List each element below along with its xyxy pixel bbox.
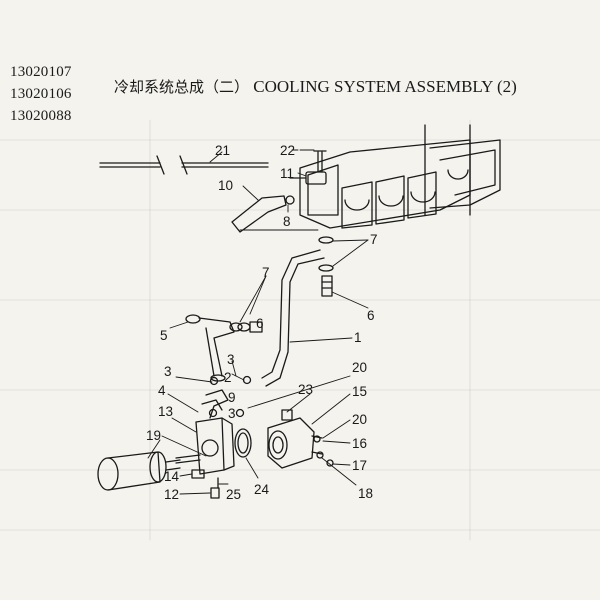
callout-13: 13	[158, 404, 173, 419]
callout-16: 16	[352, 436, 367, 451]
housing-15	[267, 409, 323, 469]
bolt-6-right	[321, 275, 333, 297]
part-number-1: 13020107	[10, 64, 72, 80]
callout-20-bottom: 20	[352, 412, 367, 427]
callout-labels: 21 22 11 10 8 7 7 6 6 5 1 3 3 2 20 4 9 2…	[146, 143, 378, 502]
diagram-title: 冷却系统总成（二） COOLING SYSTEM ASSEMBLY (2)	[114, 76, 517, 97]
callout-14: 14	[164, 469, 180, 484]
callout-11: 11	[280, 166, 294, 181]
callout-19: 19	[146, 428, 161, 443]
callout-4: 4	[158, 383, 166, 398]
callout-5: 5	[160, 328, 168, 343]
callout-8: 8	[283, 214, 291, 229]
callout-3-mid: 3	[227, 352, 235, 367]
engine-block	[299, 124, 501, 229]
part-number-3: 13020088	[10, 108, 72, 124]
washers-7-top	[318, 236, 334, 272]
callout-6-left: 6	[256, 316, 264, 331]
filter-19	[97, 451, 181, 491]
gasket-24	[234, 428, 252, 458]
callout-17: 17	[352, 458, 367, 473]
callout-3-right: 3	[228, 406, 236, 421]
filter-head-4	[175, 417, 235, 475]
callout-3-left: 3	[164, 364, 172, 379]
pipe-1	[261, 249, 325, 387]
rod-21	[99, 155, 269, 175]
part-number-2: 13020106	[10, 86, 72, 102]
callout-25: 25	[226, 487, 241, 502]
callout-7-left: 7	[262, 265, 270, 280]
callout-18: 18	[358, 486, 373, 501]
callout-1: 1	[354, 330, 362, 345]
washers-7-left	[229, 322, 251, 332]
callout-2: 2	[224, 370, 232, 385]
hose-10	[231, 195, 295, 233]
callout-21: 21	[215, 143, 230, 158]
leader-lines	[147, 149, 369, 495]
callout-9: 9	[228, 390, 236, 405]
callout-10: 10	[218, 178, 233, 193]
callout-7-top: 7	[370, 232, 378, 247]
callout-15: 15	[352, 384, 367, 399]
plug-12	[210, 487, 220, 499]
bolt-22	[313, 150, 327, 173]
callout-23: 23	[298, 382, 313, 397]
fitting-11	[289, 171, 327, 185]
bolts-16-17	[313, 435, 334, 467]
elbow-9	[201, 389, 229, 419]
title-chinese: 冷却系统总成（二）	[114, 78, 250, 96]
title-english: COOLING SYSTEM ASSEMBLY (2)	[253, 77, 517, 96]
bolt-6-left	[249, 321, 263, 333]
callout-22: 22	[280, 143, 295, 158]
callout-12: 12	[164, 487, 179, 502]
callout-24: 24	[254, 482, 270, 497]
callout-20-top: 20	[352, 360, 367, 375]
callout-6-right: 6	[367, 308, 375, 323]
